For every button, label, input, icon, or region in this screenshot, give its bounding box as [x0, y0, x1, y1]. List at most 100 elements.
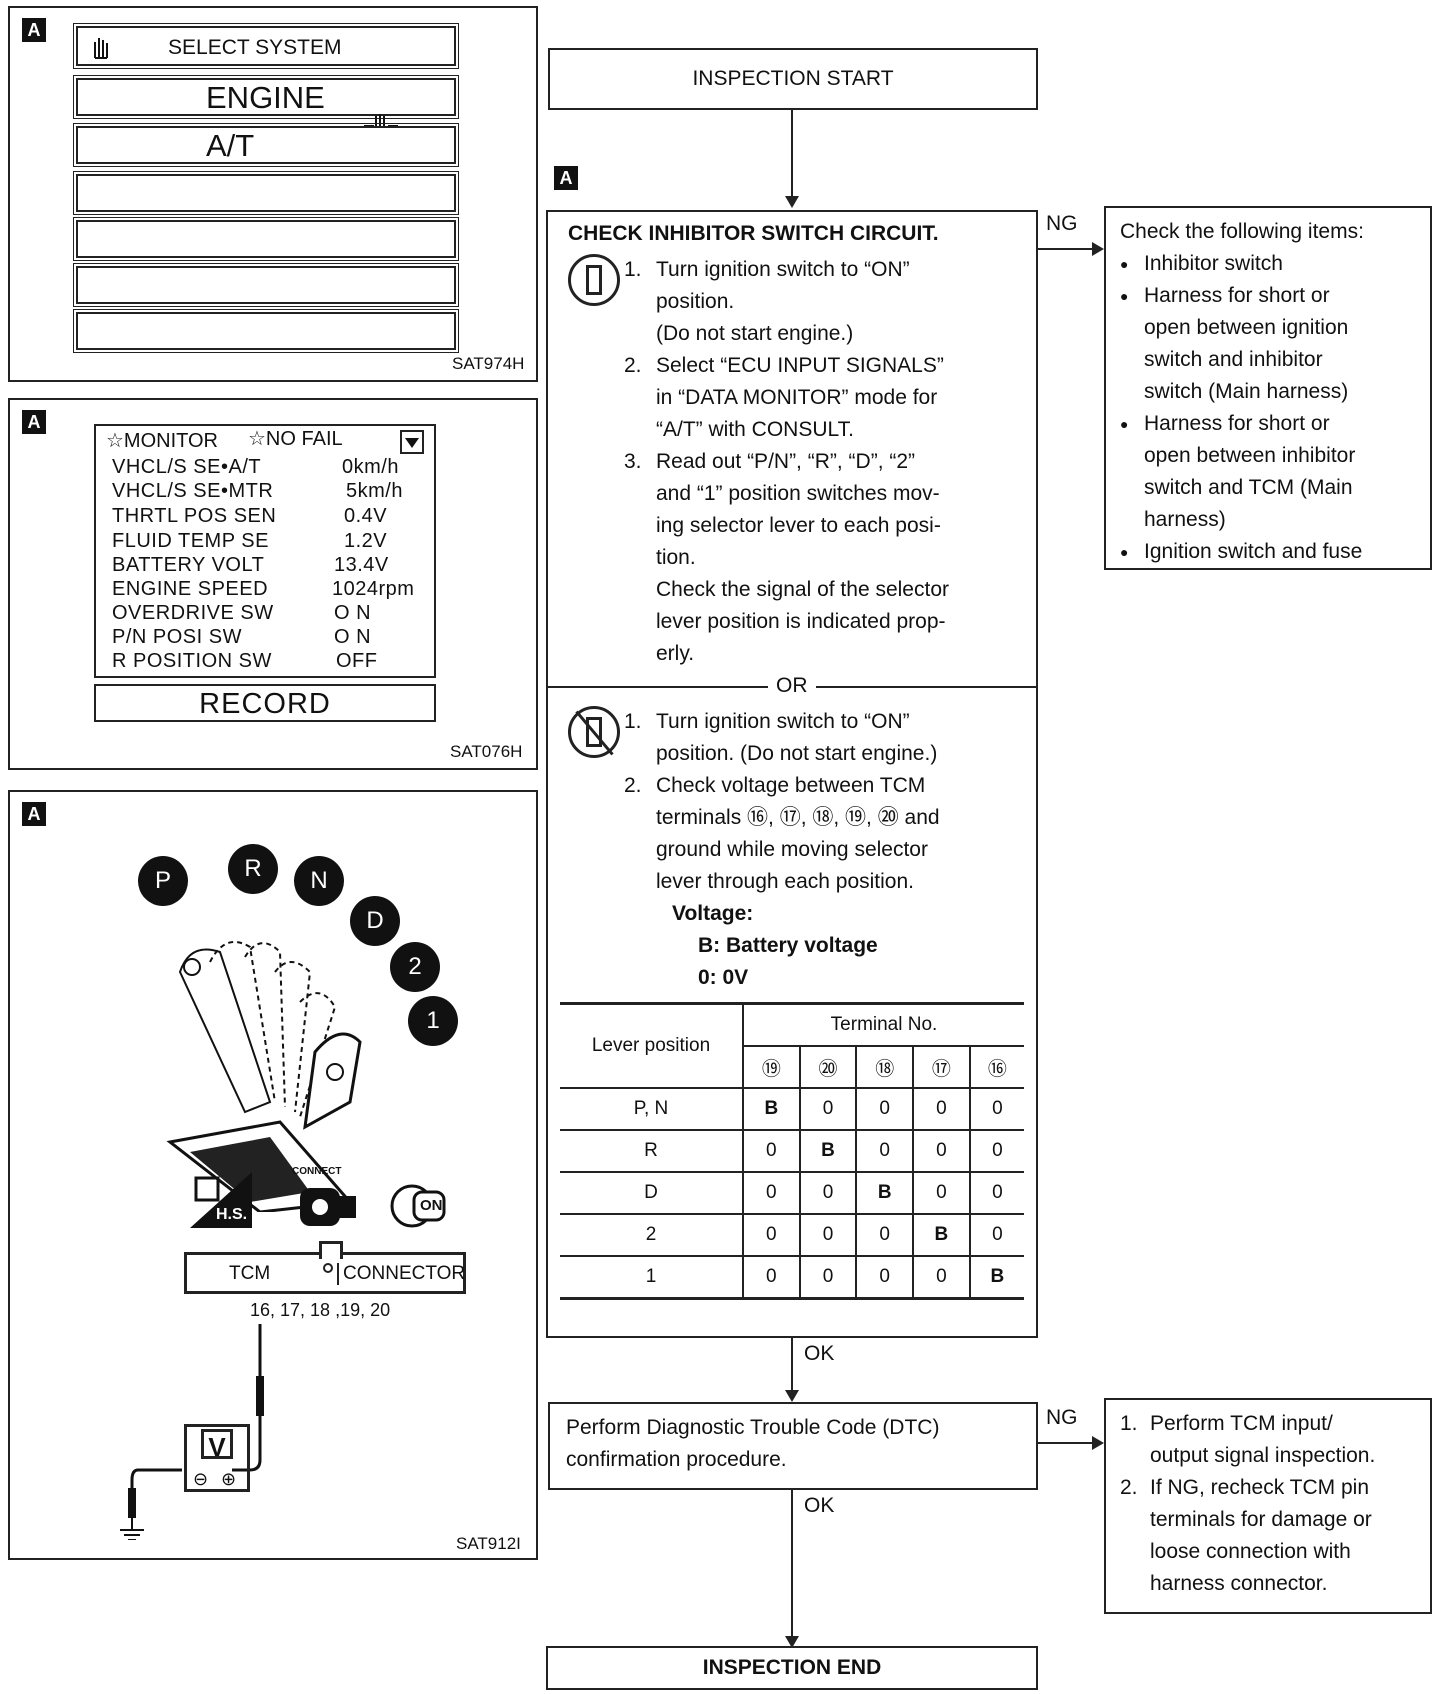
- terminal-header: ⑲: [742, 1045, 801, 1089]
- step-line: ground while moving selector: [656, 838, 928, 861]
- monitor-row-value: O N: [334, 626, 372, 648]
- voltage-0: 0: 0V: [698, 966, 749, 989]
- inspection-start-box: INSPECTION START: [548, 48, 1038, 110]
- scroll-down-button[interactable]: [400, 430, 424, 454]
- option-label: A/T: [206, 128, 255, 163]
- step-line: position. (Do not start engine.): [656, 742, 938, 765]
- step-line: ing selector lever to each posi-: [656, 514, 941, 537]
- triangle-down-icon: [405, 438, 419, 448]
- terminal-header: ⑯: [968, 1045, 1024, 1089]
- dtc-line: confirmation procedure.: [566, 1448, 787, 1471]
- flow-connector: [1038, 1442, 1096, 1444]
- value-cell: 0: [742, 1255, 801, 1300]
- lever-position-header: Lever position: [560, 1002, 744, 1089]
- lever-position-cell: P, N: [560, 1087, 744, 1131]
- ng-check-items-box: Check the following items: Inhibitor swi…: [1104, 206, 1432, 570]
- hand-pointer-icon: [94, 38, 108, 59]
- tcm-inspection-steps: 1.Perform TCM input/output signal inspec…: [1106, 1408, 1430, 1600]
- value-cell: B: [742, 1087, 801, 1131]
- system-option-empty[interactable]: [73, 171, 459, 215]
- manual-steps: 1.Turn ignition switch to “ON”position. …: [548, 706, 1028, 994]
- panel-tag: A: [22, 18, 46, 42]
- consult-steps: 1.Turn ignition switch to “ON”position.(…: [548, 254, 1028, 670]
- step-line: loose connection with: [1150, 1540, 1351, 1563]
- ng-label: NG: [1046, 1406, 1078, 1429]
- value-cell: 0: [968, 1213, 1024, 1257]
- figure-code: SAT912I: [456, 1534, 521, 1553]
- step-line: terminals ⑯, ⑰, ⑱, ⑲, ⑳ and: [656, 806, 940, 829]
- lever-position-cell: 2: [560, 1213, 744, 1257]
- consult-tool-icon: [568, 254, 620, 306]
- step-line: and “1” position switches mov-: [656, 482, 940, 505]
- panel-tag: A: [22, 802, 46, 826]
- value-cell: 0: [742, 1171, 801, 1215]
- ng-check-items: Check the following items: Inhibitor swi…: [1106, 216, 1430, 568]
- record-button[interactable]: RECORD: [94, 684, 436, 722]
- system-option-at[interactable]: A/T: [73, 123, 459, 167]
- value-cell: 0: [855, 1129, 915, 1173]
- position-badge-r: R: [228, 844, 278, 894]
- monitor-row-label: FLUID TEMP SE: [112, 530, 269, 552]
- terminal-header: ⑳: [798, 1045, 858, 1089]
- step-item: 3.Read out “P/N”, “R”, “D”, “2”and “1” p…: [548, 446, 1028, 670]
- monitor-header-right: ☆NO FAIL: [248, 428, 343, 450]
- lever-position-cell: D: [560, 1171, 744, 1215]
- arrow-head-icon: [785, 1390, 799, 1402]
- value-cell: 0: [798, 1087, 858, 1131]
- harness-side-icon-graphic: [190, 1172, 252, 1228]
- check-item-line: switch and inhibitor: [1144, 348, 1323, 371]
- arrow-head-icon: [1092, 1436, 1104, 1450]
- check-item-line: Inhibitor switch: [1144, 252, 1283, 275]
- step-number: 2.: [624, 774, 642, 797]
- monitor-row-value: 13.4V: [334, 554, 389, 576]
- value-cell: B: [912, 1213, 971, 1257]
- value-cell: B: [855, 1171, 915, 1215]
- voltmeter: V ⊖ ⊕: [184, 1424, 250, 1492]
- ignition-on-icon: ON: [388, 1180, 448, 1232]
- system-option-empty[interactable]: [73, 263, 459, 307]
- check-item-line: switch and TCM (Main: [1144, 476, 1353, 499]
- check-item-line: harness): [1144, 508, 1226, 531]
- connector-icon: [300, 1188, 356, 1226]
- terminal-header-row: ⑲ ⑳ ⑱ ⑰ ⑯: [560, 1045, 1024, 1089]
- step-line: in “DATA MONITOR” mode for: [656, 386, 938, 409]
- step-number: 1.: [1120, 1412, 1138, 1435]
- step-line: Check the signal of the selector: [656, 578, 949, 601]
- value-cell: 0: [798, 1171, 858, 1215]
- step-line: Select “ECU INPUT SIGNALS”: [656, 354, 944, 377]
- voltmeter-label: V: [201, 1429, 233, 1462]
- value-cell: 0: [855, 1255, 915, 1300]
- value-cell: 0: [742, 1129, 801, 1173]
- step-line: erly.: [656, 642, 695, 665]
- tcm-inspection-box: 1.Perform TCM input/output signal inspec…: [1104, 1398, 1432, 1614]
- step-line: Turn ignition switch to “ON”: [656, 258, 910, 281]
- step-line: “A/T” with CONSULT.: [656, 418, 854, 441]
- voltage-b: B: Battery voltage: [698, 934, 878, 957]
- monitor-header-left: ☆MONITOR: [106, 430, 219, 452]
- terminal-numbers: 16, 17, 18 ,19, 20: [250, 1300, 391, 1320]
- select-system-header: SELECT SYSTEM: [73, 23, 459, 69]
- monitor-row-label: OVERDRIVE SW: [112, 602, 274, 624]
- value-cell: 0: [912, 1087, 971, 1131]
- step-line: lever position is indicated prop-: [656, 610, 946, 633]
- consult-device: [586, 265, 602, 295]
- system-option-empty[interactable]: [73, 309, 459, 353]
- arrow-head-icon: [1092, 242, 1104, 256]
- flow-connector: [791, 110, 793, 202]
- check-item-line: Ignition switch and fuse: [1144, 540, 1363, 563]
- monitor-row-label: ENGINE SPEED: [112, 578, 269, 600]
- step-number: 1.: [624, 258, 642, 281]
- system-option-engine[interactable]: ENGINE: [73, 75, 459, 119]
- value-cell: 0: [855, 1213, 915, 1257]
- select-system-title: SELECT SYSTEM: [168, 36, 342, 59]
- terminal-no-header: Terminal No.: [742, 1002, 1024, 1047]
- option-label: ENGINE: [206, 80, 325, 115]
- system-option-empty[interactable]: [73, 217, 459, 261]
- check-item-line: Harness for short or: [1144, 412, 1330, 435]
